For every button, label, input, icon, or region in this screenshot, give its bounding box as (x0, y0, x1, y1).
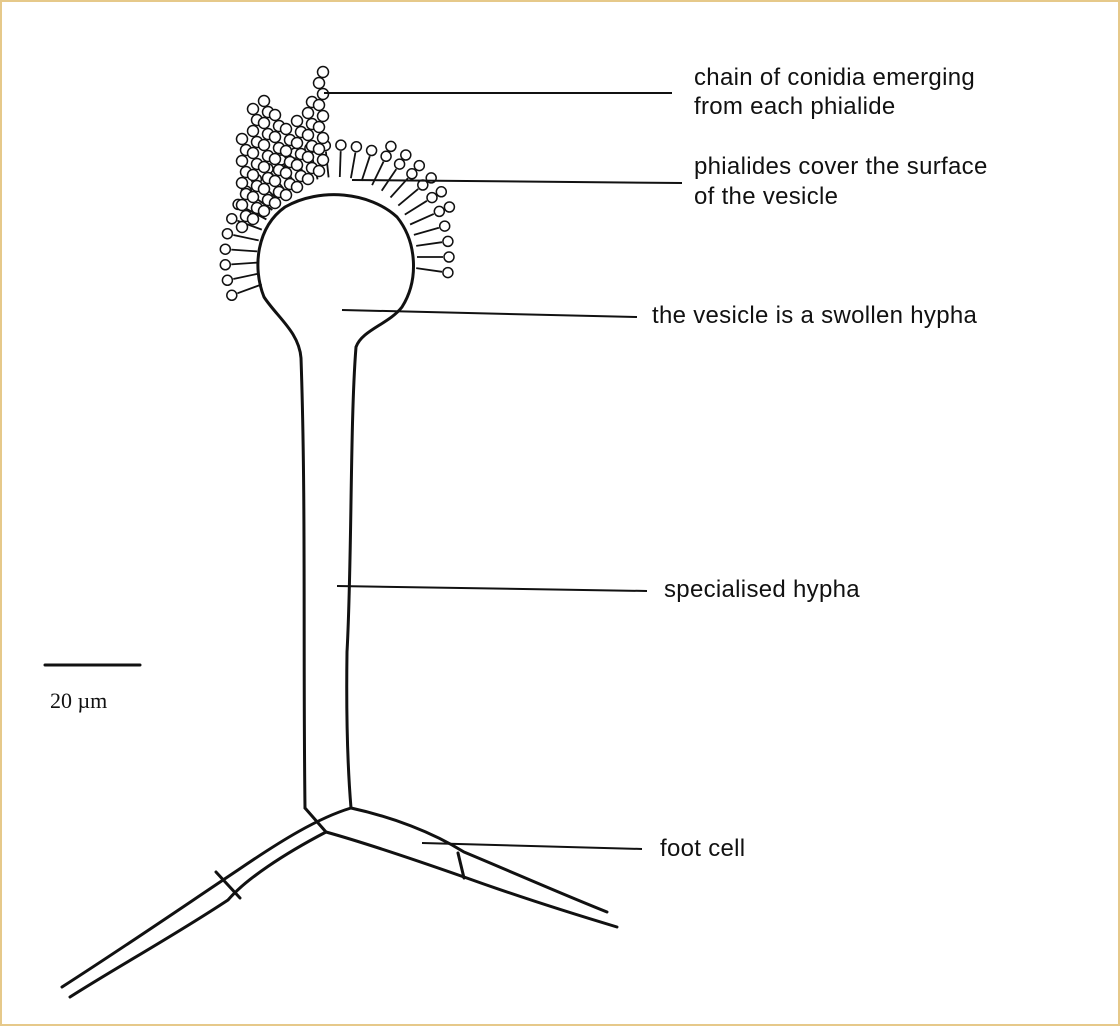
label-conidia-line1: chain of conidia emerging (694, 63, 975, 92)
leader-hypha (337, 586, 647, 591)
conidium (386, 141, 396, 151)
conidium (227, 290, 237, 300)
conidium (248, 126, 259, 137)
conidium (220, 244, 230, 254)
conidium (270, 154, 281, 165)
conidium (314, 122, 325, 133)
conidia-group (220, 67, 454, 301)
conidium (407, 169, 417, 179)
leader-vesicle (342, 310, 637, 317)
phialide (416, 268, 442, 272)
conidium (434, 206, 444, 216)
conidium (237, 222, 248, 233)
conidium (237, 200, 248, 211)
phialide (362, 156, 370, 181)
conidium (318, 155, 329, 166)
leader-lines (324, 93, 682, 849)
conidium (381, 151, 391, 161)
conidium (414, 161, 424, 171)
conidium (318, 111, 329, 122)
conidium (367, 146, 377, 156)
scale-bar-label: 20 µm (50, 688, 107, 714)
conidium (259, 162, 270, 173)
conidium (227, 214, 237, 224)
conidium (336, 140, 346, 150)
conidium (444, 202, 454, 212)
conidium (292, 116, 303, 127)
conidium (259, 140, 270, 151)
conidium (259, 96, 270, 107)
conidium (259, 206, 270, 217)
conidium (314, 100, 325, 111)
conidium (444, 252, 454, 262)
phialide (414, 228, 439, 235)
conidium (443, 268, 453, 278)
conidium (427, 193, 437, 203)
label-foot-cell: foot cell (660, 834, 745, 863)
conidium (270, 110, 281, 121)
leader-phialides (352, 180, 682, 183)
label-specialised-hypha: specialised hypha (664, 575, 860, 604)
conidium (395, 159, 405, 169)
conidium (248, 104, 259, 115)
conidium (443, 236, 453, 246)
conidium (281, 146, 292, 157)
phialide (405, 201, 427, 215)
conidium (436, 187, 446, 197)
conidium (281, 168, 292, 179)
conidium (270, 132, 281, 143)
phialide (233, 235, 258, 240)
conidium (314, 78, 325, 89)
conidium (318, 133, 329, 144)
conidium (351, 142, 361, 152)
conidium (237, 134, 248, 145)
label-phialides-line1: phialides cover the surface (694, 152, 988, 181)
conidium (303, 174, 314, 185)
phialide (351, 153, 356, 179)
label-phialides-line2: of the vesicle (694, 182, 838, 211)
phialide (416, 242, 442, 246)
conidium (292, 160, 303, 171)
conidium (292, 138, 303, 149)
conidium (292, 182, 303, 193)
conidium (314, 144, 325, 155)
conidium (281, 124, 292, 135)
conidium (303, 152, 314, 163)
phialide (340, 151, 341, 177)
phialide (237, 284, 261, 293)
conidium (281, 190, 292, 201)
conidium (259, 184, 270, 195)
phialide (372, 162, 383, 185)
phialide (233, 274, 258, 279)
left-branch-upper (62, 808, 351, 987)
conidium (248, 192, 259, 203)
label-vesicle: the vesicle is a swollen hypha (652, 301, 977, 330)
conidium (270, 176, 281, 187)
conidium (237, 156, 248, 167)
conidium (222, 275, 232, 285)
conidium (303, 108, 314, 119)
conidium (220, 260, 230, 270)
right-branch-upper (351, 808, 607, 912)
conidium (314, 166, 325, 177)
conidium (222, 229, 232, 239)
conidium (401, 150, 411, 160)
conidium (318, 67, 329, 78)
conidium (248, 148, 259, 159)
conidium (270, 198, 281, 209)
phialide (410, 214, 434, 225)
conidium (259, 118, 270, 129)
phialide (231, 263, 257, 265)
conidium (237, 178, 248, 189)
conidiophore-outline (258, 195, 414, 808)
conidium (303, 130, 314, 141)
conidium (248, 170, 259, 181)
label-conidia-line2: from each phialide (694, 92, 896, 121)
conidium (440, 221, 450, 231)
phialide (398, 189, 418, 206)
phialide (231, 250, 257, 252)
conidium (248, 214, 259, 225)
